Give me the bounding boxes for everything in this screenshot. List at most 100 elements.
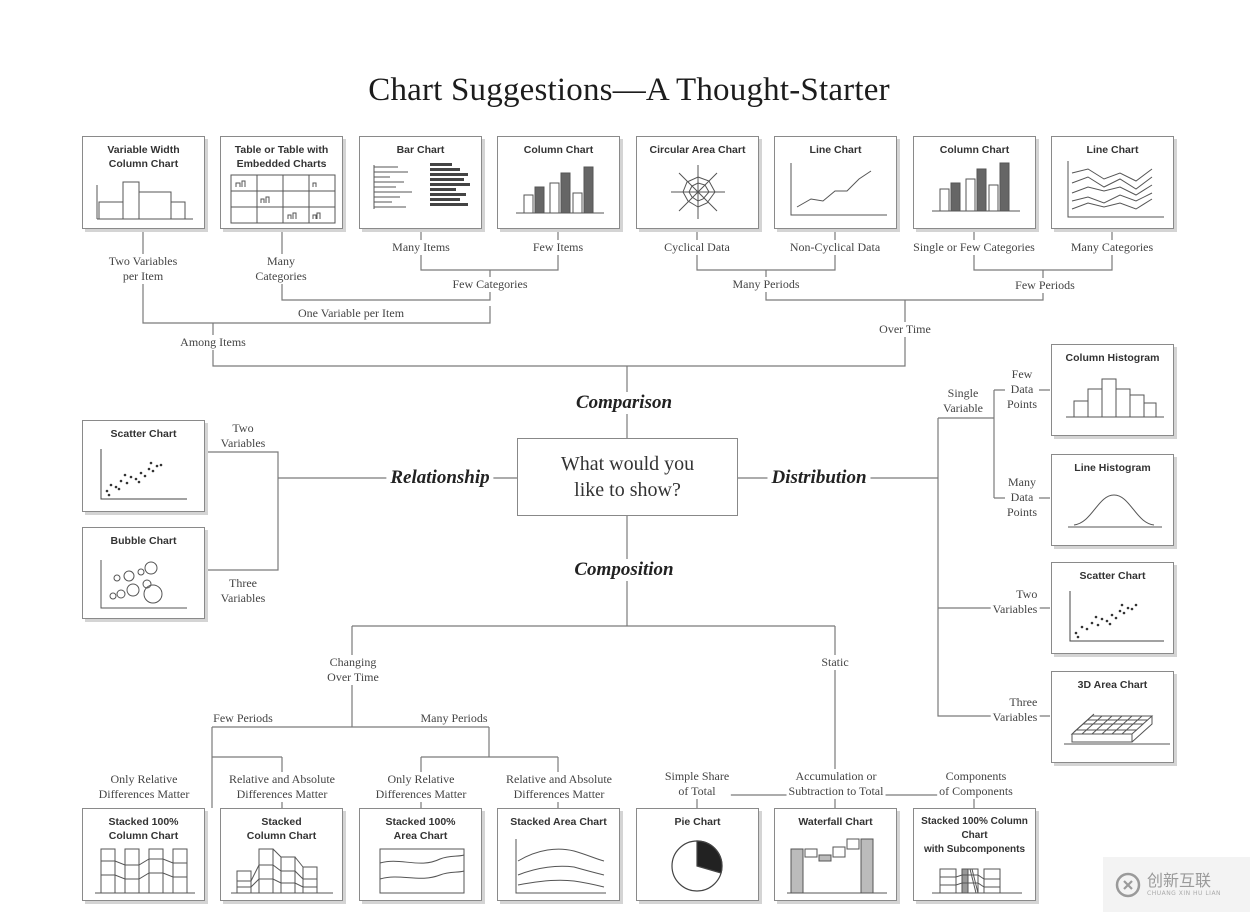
card-table-embedded-charts: Table or Table with Embedded Charts — [220, 136, 343, 229]
label-many-periods-bottom: Many Periods — [418, 711, 490, 726]
card-title: Scatter Chart — [110, 428, 177, 440]
card-title: 3D Area Chart — [1077, 679, 1148, 691]
card-title: Table or Table with Embedded Charts — [234, 144, 329, 170]
card-title: Line Chart — [809, 144, 862, 156]
card-bubble-chart: Bubble Chart — [82, 527, 205, 619]
card-column-histogram: Column Histogram — [1051, 344, 1174, 436]
page-title: Chart Suggestions—A Thought-Starter — [368, 72, 890, 108]
label-single-variable: Single Variable — [941, 386, 985, 416]
center-question-box: What would you like to show? — [517, 438, 738, 516]
card-title: Bubble Chart — [110, 535, 177, 547]
radar-chart-icon — [671, 165, 725, 219]
category-composition: Composition — [570, 559, 678, 581]
card-stacked-area-chart: Stacked Area Chart — [497, 808, 620, 901]
label-components: Components of Components — [937, 769, 1015, 799]
label-one-variable-per-item: One Variable per Item — [295, 306, 407, 321]
card-stacked-column-chart: Stacked Column Chart — [220, 808, 343, 901]
waterfall-chart-icon — [787, 838, 887, 894]
card-column-chart-few-items: Column Chart — [497, 136, 620, 229]
label-relative-absolute-1: Relative and Absolute Differences Matter — [227, 772, 337, 802]
column-chart-icon — [516, 166, 604, 214]
card-line-chart-many: Line Chart — [1051, 136, 1174, 229]
label-non-cyclical-data: Non-Cyclical Data — [787, 240, 883, 255]
stacked-column-icon — [231, 848, 333, 894]
label-many-items: Many Items — [390, 240, 452, 255]
card-title: Column Chart — [939, 144, 1010, 156]
label-single-or-few-categories: Single or Few Categories — [911, 240, 1037, 255]
card-bar-chart: Bar Chart — [359, 136, 482, 229]
center-question: What would you like to show? — [560, 453, 695, 501]
card-circular-area-chart: Circular Area Chart — [636, 136, 759, 229]
card-title: Line Histogram — [1074, 462, 1151, 474]
card-title: Variable Width Column Chart — [107, 144, 180, 170]
label-two-variables-dist: Two Variables — [990, 587, 1040, 617]
line-histogram-icon — [1068, 494, 1162, 528]
label-only-relative-2: Only Relative Differences Matter — [373, 772, 469, 802]
label-three-variables-dist: Three Variables — [990, 695, 1040, 725]
card-title: Bar Chart — [396, 144, 445, 156]
card-title: Pie Chart — [674, 816, 721, 828]
card-waterfall-chart: Waterfall Chart — [774, 808, 897, 901]
card-pie-chart: Pie Chart — [636, 808, 759, 901]
card-3d-area-chart: 3D Area Chart — [1051, 671, 1174, 763]
scatter-chart-icon — [1069, 591, 1164, 642]
card-title: Line Chart — [1086, 144, 1139, 156]
card-title: Stacked 100% Column Chart with Subcompon… — [921, 816, 1028, 855]
category-distribution: Distribution — [767, 467, 871, 489]
card-title: Circular Area Chart — [649, 144, 746, 156]
label-many-categories-line: Many Categories — [1068, 240, 1156, 255]
label-few-categories: Few Categories — [450, 277, 530, 292]
card-title: Stacked Column Chart — [246, 816, 317, 842]
label-cyclical-data: Cyclical Data — [662, 240, 732, 255]
label-changing-over-time: Changing Over Time — [325, 655, 381, 685]
card-line-chart-non-cyclical: Line Chart — [774, 136, 897, 229]
label-few-periods-top: Few Periods — [1013, 278, 1077, 293]
bar-chart-icon — [373, 163, 470, 209]
bubble-chart-icon — [100, 560, 187, 609]
label-simple-share: Simple Share of Total — [662, 769, 732, 799]
label-many-categories-table: Many Categories — [253, 254, 309, 284]
3d-area-chart-icon — [1064, 713, 1170, 745]
stacked-area-icon — [515, 839, 606, 894]
label-relative-absolute-2: Relative and Absolute Differences Matter — [504, 772, 614, 802]
card-title: Column Histogram — [1065, 352, 1160, 364]
table-grid-icon — [230, 174, 336, 224]
stacked-100-subcomponents-icon — [932, 868, 1022, 894]
card-title: Stacked 100% Area Chart — [385, 816, 456, 842]
card-variable-width-column-chart: Variable Width Column Chart — [82, 136, 205, 229]
card-scatter-chart-relationship: Scatter Chart — [82, 420, 205, 512]
label-three-variables-rel: Three Variables — [218, 576, 268, 606]
scatter-chart-icon — [100, 449, 187, 500]
card-line-histogram: Line Histogram — [1051, 454, 1174, 546]
card-stacked-100-column-chart: Stacked 100% Column Chart — [82, 808, 205, 901]
column-histogram-icon — [1066, 378, 1164, 418]
label-only-relative-1: Only Relative Differences Matter — [96, 772, 192, 802]
line-chart-icon — [790, 163, 887, 216]
card-title: Stacked 100% Column Chart — [108, 816, 179, 842]
card-title: Scatter Chart — [1079, 570, 1146, 582]
card-stacked-100-column-subcomponents: Stacked 100% Column Chart with Subcompon… — [913, 808, 1036, 901]
card-scatter-chart-distribution: Scatter Chart — [1051, 562, 1174, 654]
stacked-100-column-icon — [95, 848, 195, 894]
label-static: Static — [819, 655, 851, 670]
label-many-periods-top: Many Periods — [730, 277, 802, 292]
label-two-variables-per-item: Two Variables per Item — [106, 254, 180, 284]
label-few-data-points: Few Data Points — [1004, 367, 1040, 412]
watermark-text: 创新互联 — [1147, 871, 1212, 890]
label-few-items: Few Items — [530, 240, 586, 255]
card-title: Column Chart — [523, 144, 594, 156]
variable-width-column-icon — [96, 181, 193, 220]
column-chart-icon — [932, 162, 1020, 212]
label-accumulation: Accumulation or Subtraction to Total — [786, 769, 886, 799]
label-two-variables-rel: Two Variables — [218, 421, 268, 451]
label-among-items: Among Items — [178, 335, 248, 350]
card-title: Waterfall Chart — [798, 816, 873, 828]
stacked-100-area-icon — [379, 848, 465, 894]
card-stacked-100-area-chart: Stacked 100% Area Chart — [359, 808, 482, 901]
watermark-logo: 创新互联 CHUANG XIN HU LIAN — [1103, 857, 1250, 912]
label-many-data-points: Many Data Points — [1004, 475, 1040, 520]
cx-logo-icon — [1115, 872, 1141, 897]
label-over-time: Over Time — [877, 322, 933, 337]
card-column-chart-single: Column Chart — [913, 136, 1036, 229]
